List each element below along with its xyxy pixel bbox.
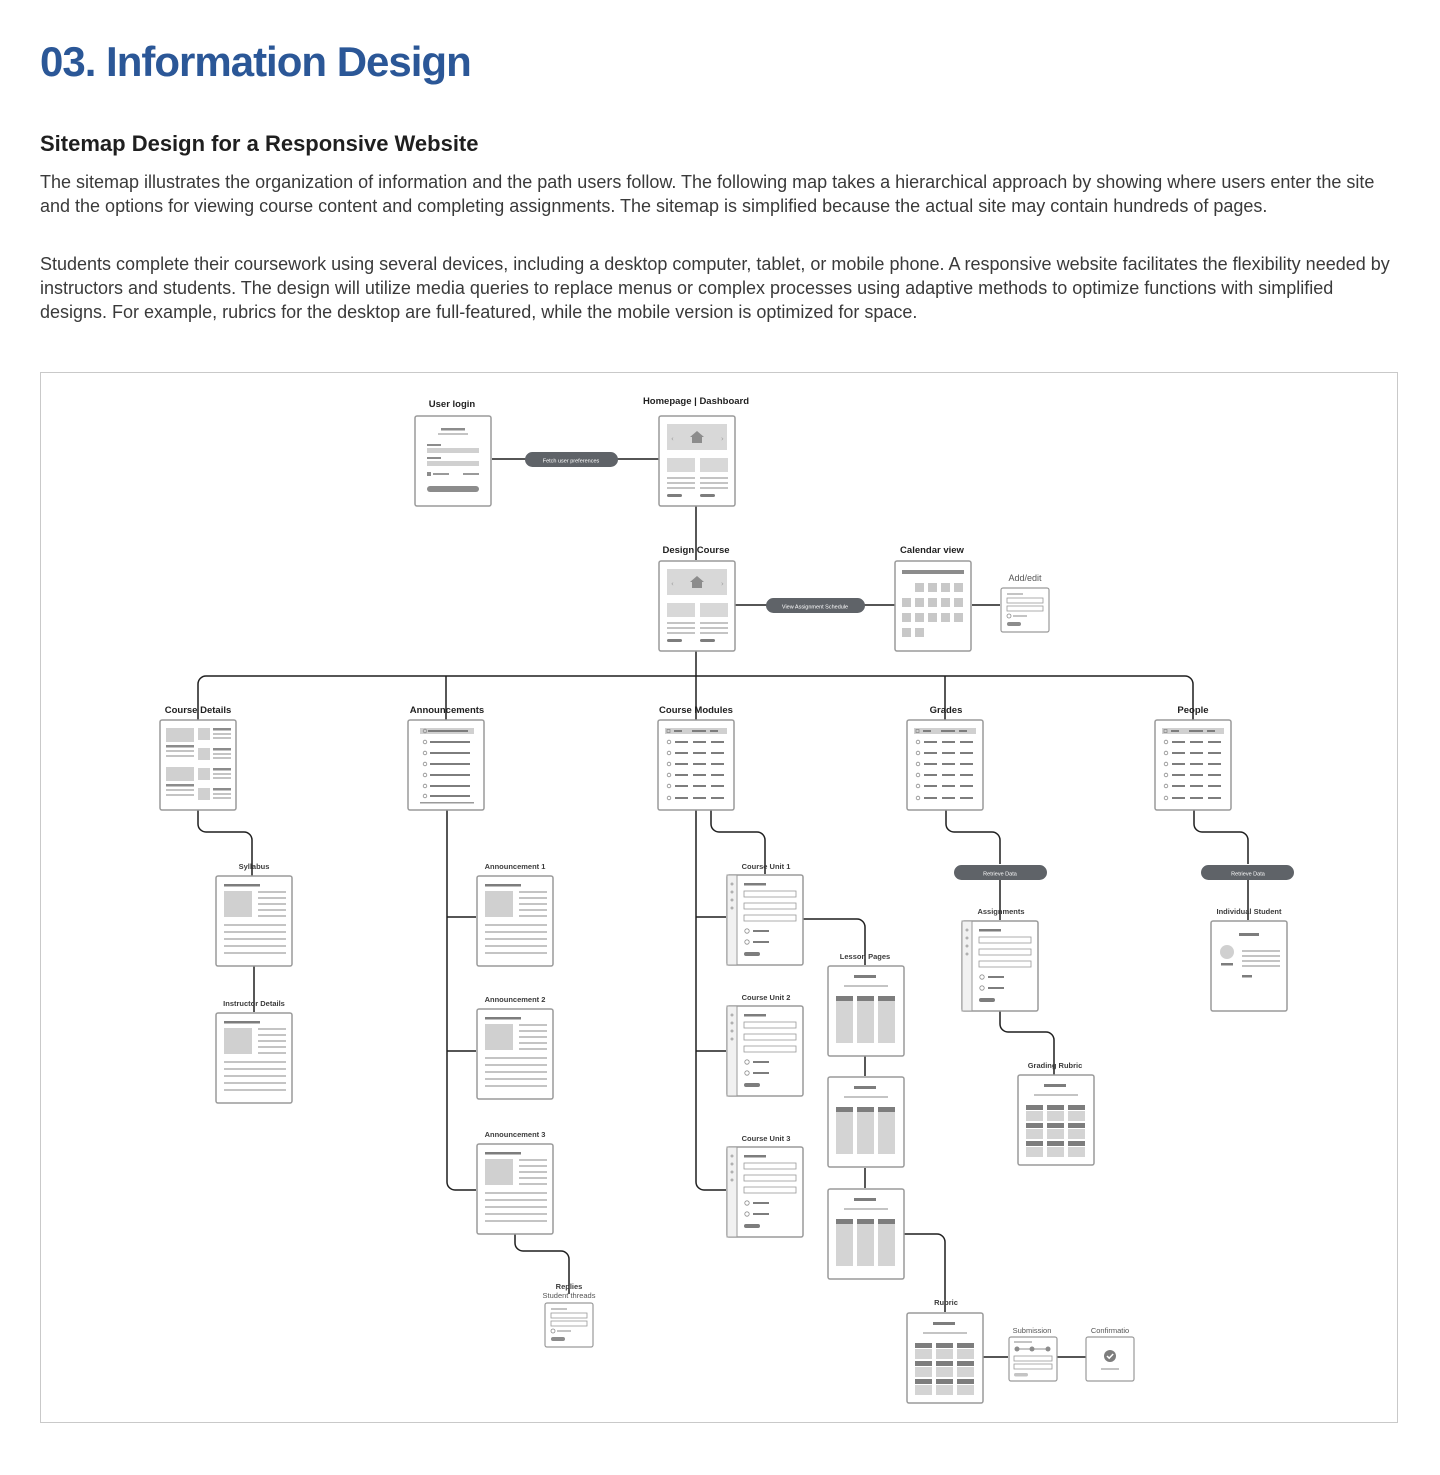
intro-paragraph-2: Students complete their coursework using…	[40, 254, 1390, 322]
svg-text:Calendar view: Calendar view	[900, 545, 964, 556]
svg-text:Announcements: Announcements	[410, 705, 484, 716]
svg-text:Assignments: Assignments	[977, 907, 1024, 916]
connector-pill-retrieve-data-grades: Retrieve Data	[954, 865, 1047, 880]
node-assignments: Assignments	[961, 907, 1039, 1012]
node-people: People	[1154, 705, 1232, 811]
node-calendar-view: Calendar view	[894, 545, 972, 652]
connector-lines	[197, 458, 1249, 1358]
svg-text:Rubric: Rubric	[934, 1298, 958, 1307]
svg-text:Course Unit 3: Course Unit 3	[742, 1134, 791, 1143]
connector-pill-retrieve-data-people: Retrieve Data	[1201, 865, 1294, 880]
node-individual-student: Individual Student	[1210, 907, 1288, 1012]
node-grading-rubric: Grading Rubric	[1017, 1061, 1095, 1166]
svg-text:Grades: Grades	[930, 705, 963, 716]
svg-text:Homepage | Dashboard: Homepage | Dashboard	[643, 396, 749, 407]
intro-paragraph-1: The sitemap illustrates the organization…	[40, 172, 1375, 216]
node-course-unit-2: Course Unit 2	[726, 993, 804, 1097]
svg-text:Retrieve Data: Retrieve Data	[1231, 872, 1266, 878]
page-title: 03. Information Design	[40, 38, 472, 85]
svg-text:Student threads: Student threads	[543, 1291, 596, 1300]
node-course-details: Course Details	[159, 705, 237, 811]
svg-text:Submission: Submission	[1013, 1326, 1052, 1335]
node-syllabus: Syllabus	[215, 862, 293, 967]
svg-text:Retrieve Data: Retrieve Data	[983, 872, 1018, 878]
svg-text:Add/edit: Add/edit	[1008, 573, 1042, 583]
svg-text:Announcement 3: Announcement 3	[485, 1130, 546, 1139]
svg-text:People: People	[1177, 705, 1208, 716]
svg-text:User login: User login	[429, 399, 476, 410]
node-design-course: Design Course	[658, 545, 736, 652]
svg-text:Syllabus: Syllabus	[239, 862, 270, 871]
svg-text:Announcement 1: Announcement 1	[485, 862, 546, 871]
svg-text:Fetch user preferences: Fetch user preferences	[543, 459, 600, 465]
svg-text:View Assignment Schedule: View Assignment Schedule	[782, 605, 848, 611]
svg-text:Course Modules: Course Modules	[659, 705, 733, 716]
svg-text:Confirmatio: Confirmatio	[1091, 1326, 1129, 1335]
node-announcement-2: Announcement 2	[476, 995, 554, 1100]
node-add-edit: Add/edit	[1000, 573, 1050, 633]
sitemap-diagram: ‹ ›	[159, 396, 1294, 1404]
sitemap-frame	[40, 372, 1398, 1423]
node-instructor-details: Instructor Details	[215, 999, 293, 1104]
node-lesson-pages: Lesson Pages	[827, 952, 905, 1280]
svg-text:Individual Student: Individual Student	[1217, 907, 1283, 916]
node-announcements: Announcements	[407, 705, 485, 811]
node-grades: Grades	[906, 705, 984, 811]
svg-text:Course Details: Course Details	[165, 705, 232, 716]
svg-text:Course Unit 1: Course Unit 1	[742, 862, 791, 871]
svg-text:Design Course: Design Course	[662, 545, 729, 556]
node-course-modules: Course Modules	[657, 705, 735, 811]
svg-text:Instructor Details: Instructor Details	[223, 999, 285, 1008]
svg-text:Lesson Pages: Lesson Pages	[840, 952, 890, 961]
node-announcement-3: Announcement 3	[476, 1130, 554, 1235]
svg-text:Grading Rubric: Grading Rubric	[1028, 1061, 1083, 1070]
svg-text:Replies: Replies	[556, 1282, 583, 1291]
node-replies: Replies Student threads	[543, 1282, 596, 1348]
svg-text:Announcement 2: Announcement 2	[485, 995, 546, 1004]
node-announcement-1: Announcement 1	[476, 862, 554, 967]
node-course-unit-1: Course Unit 1	[726, 862, 804, 966]
connector-pill-view-schedule: View Assignment Schedule	[766, 598, 865, 613]
node-submission: Submission	[1008, 1326, 1058, 1382]
node-user-login: User login	[414, 399, 492, 507]
node-confirmation: Confirmatio	[1085, 1326, 1135, 1382]
section-title: Sitemap Design for a Responsive Website	[40, 131, 479, 156]
node-homepage-dashboard: Homepage | Dashboard	[643, 396, 749, 507]
connector-pill-fetch-preferences: Fetch user preferences	[525, 452, 618, 467]
node-rubric: Rubric	[906, 1298, 984, 1404]
svg-text:Course Unit 2: Course Unit 2	[742, 993, 791, 1002]
node-course-unit-3: Course Unit 3	[726, 1134, 804, 1238]
